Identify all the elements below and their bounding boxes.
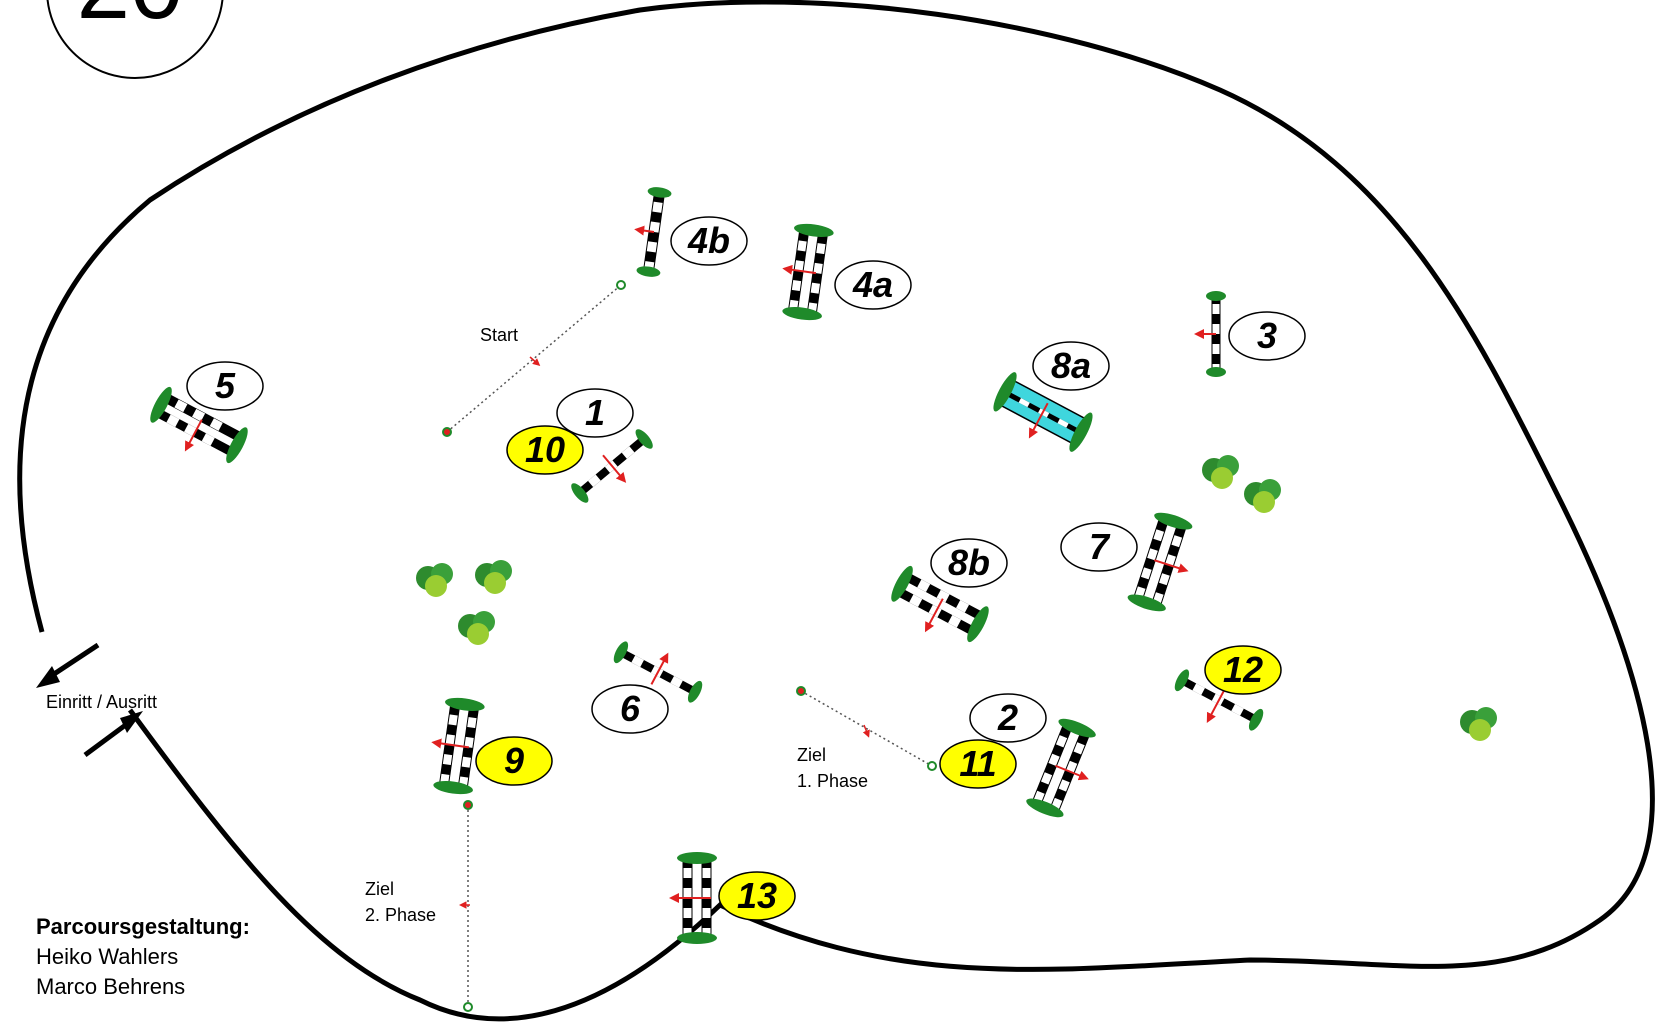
- bush: [1202, 455, 1239, 489]
- finish-line-phase-1: Ziel 1. Phase: [796, 686, 937, 791]
- svg-text:1: 1: [585, 392, 605, 433]
- label-3: 3: [1228, 311, 1306, 361]
- fence-7: [1127, 512, 1193, 612]
- bush: [475, 560, 512, 594]
- bush: [1460, 707, 1497, 741]
- start-line: Start: [442, 280, 626, 437]
- label-2: 2: [969, 693, 1047, 743]
- label-4a: 4a: [834, 260, 912, 310]
- bush: [416, 563, 453, 597]
- label-8a: 8a: [1032, 341, 1110, 391]
- credit-name-2: Marco Behrens: [36, 974, 186, 999]
- label-13: 13: [718, 871, 796, 921]
- svg-text:12: 12: [1223, 649, 1263, 690]
- svg-text:8b: 8b: [948, 542, 990, 583]
- course-number: 20: [77, 0, 184, 39]
- course-number-badge: 20: [46, 0, 224, 79]
- credit-heading: Parcoursgestaltung:: [36, 914, 250, 939]
- fence-9: [431, 697, 485, 795]
- arena-outline: [17, 0, 1655, 1022]
- finish-1-label-line2: 1. Phase: [797, 771, 868, 791]
- fence-13: [669, 852, 717, 944]
- fence-12: [1174, 669, 1264, 731]
- entrance-label: Einritt / Ausritt: [46, 692, 157, 712]
- bush: [458, 611, 495, 645]
- label-8b: 8b: [930, 538, 1008, 588]
- finish-2-label-line2: 2. Phase: [365, 905, 436, 925]
- course-designer-credit: Parcoursgestaltung: Heiko Wahlers Marco …: [36, 912, 250, 1002]
- label-11: 11: [939, 739, 1017, 789]
- fence-8a: [993, 372, 1093, 452]
- finish-2-label-line1: Ziel: [365, 879, 394, 899]
- label-7: 7: [1060, 522, 1138, 572]
- svg-text:10: 10: [525, 429, 565, 470]
- finish-1-label-line1: Ziel: [797, 745, 826, 765]
- credit-name-1: Heiko Wahlers: [36, 944, 179, 969]
- bush: [1244, 479, 1281, 513]
- label-9: 9: [475, 736, 553, 786]
- label-6: 6: [591, 684, 669, 734]
- svg-text:6: 6: [620, 688, 641, 729]
- svg-text:9: 9: [504, 740, 524, 781]
- label-12: 12: [1204, 645, 1282, 695]
- label-1: 1: [556, 388, 634, 438]
- svg-text:7: 7: [1089, 526, 1111, 567]
- fence-6: [613, 641, 703, 703]
- label-10: 10: [506, 425, 584, 475]
- label-4b: 4b: [670, 216, 748, 266]
- svg-text:13: 13: [737, 875, 777, 916]
- svg-text:4a: 4a: [852, 264, 893, 305]
- label-5: 5: [186, 361, 264, 411]
- fence-1-10: [571, 429, 653, 503]
- svg-text:2: 2: [997, 697, 1018, 738]
- svg-text:11: 11: [959, 743, 996, 784]
- fence-8b: [891, 565, 989, 643]
- start-label: Start: [480, 325, 518, 345]
- fence-2-11: [1026, 718, 1096, 818]
- fence-4a: [782, 223, 834, 321]
- svg-text:5: 5: [215, 365, 236, 406]
- fence-3: [1194, 291, 1226, 377]
- fence-5: [150, 386, 248, 464]
- svg-text:4b: 4b: [687, 220, 730, 261]
- fence-4b: [634, 187, 672, 277]
- finish-line-phase-2: Ziel 2. Phase: [365, 800, 473, 1012]
- svg-text:3: 3: [1257, 315, 1277, 356]
- svg-text:8a: 8a: [1051, 345, 1091, 386]
- entrance-exit: Einritt / Ausritt: [36, 642, 157, 758]
